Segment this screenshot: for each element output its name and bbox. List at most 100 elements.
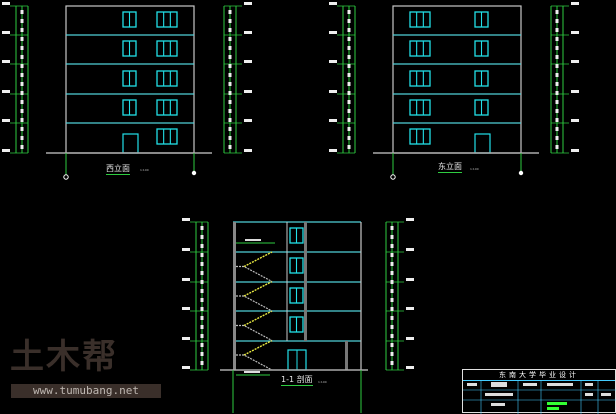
dimension-text [20,118,24,122]
dimension-text [555,136,559,140]
dimension-text [347,73,351,77]
dimension-text [390,262,394,266]
dimension-text [228,109,232,113]
dimension-text [347,28,351,32]
east-elevation-window-large [409,70,431,87]
elevation-mark [406,248,414,251]
west-elevation-window-large [156,11,178,28]
east-elevation-title: 东立面 [438,162,462,173]
elevation-mark [329,31,337,34]
axis-bubble [518,170,524,176]
dimension-text [390,316,394,320]
elevation-mark [571,149,579,152]
section-title: 1-1 剖面 [281,375,313,386]
dimension-text [390,343,394,347]
dimension-text [347,127,351,131]
watermark-logo: 土木帮 [10,337,118,377]
west-elevation-window-large [156,128,178,145]
east-elevation-outline [392,5,522,154]
dimension-text [347,82,351,86]
elevation-mark [406,218,414,221]
dimension-text [390,289,394,293]
dimension-text [228,55,232,59]
east-elevation-window-large [409,99,431,116]
dimension-text [347,118,351,122]
dimension-text [20,136,24,140]
dimension-text [200,235,204,239]
east-elevation-window-large [409,11,431,28]
dimension-text [347,91,351,95]
west-elevation-door [122,133,139,154]
elevation-mark [406,278,414,281]
dimension-text [200,298,204,302]
elevation-mark [182,218,190,221]
dimension-text [390,235,394,239]
dimension-text [20,91,24,95]
stair-flight-lower [236,324,273,342]
elevation-mark [406,366,414,369]
dimension-text [390,226,394,230]
elevation-mark [244,31,252,34]
elevation-mark [571,2,579,5]
dimension-text [555,55,559,59]
axis-bubble [63,174,69,180]
elevation-mark [329,149,337,152]
stair-flight-upper [243,251,273,268]
dimension-text [555,19,559,23]
dimension-text [228,19,232,23]
section-wall [304,222,307,341]
dimension-text [555,37,559,41]
dimension-text [555,10,559,14]
west-elevation-window-large [156,99,178,116]
elevation-mark [329,90,337,93]
stair-flight-lower [236,354,273,371]
dimension-text [228,82,232,86]
stair-flight-upper [243,280,273,297]
east-elevation-window-large [409,128,431,145]
elevation-mark [2,60,10,63]
title-block-grid [463,380,616,414]
dimension-text [228,28,232,32]
dimension-text [555,73,559,77]
watermark-url: www.tumubang.net [11,384,161,398]
elevation-mark [571,90,579,93]
stair-flight-lower [236,265,273,283]
elevation-mark [182,248,190,251]
elevation-mark [329,60,337,63]
dimension-text [390,244,394,248]
dimension-text [20,109,24,113]
elevation-mark [329,119,337,122]
dimension-text [390,307,394,311]
dimension-text [20,19,24,23]
elevation-mark [2,149,10,152]
dimension-text [200,325,204,329]
dimension-text [555,91,559,95]
dimension-text [347,109,351,113]
elevation-mark [571,60,579,63]
elevation-mark [182,278,190,281]
east-elevation-window-large [409,40,431,57]
dimension-text [347,46,351,50]
dimension-text [555,64,559,68]
dimension-text [390,361,394,365]
elevation-mark [329,2,337,5]
dimension-text [200,361,204,365]
dimension-text [390,325,394,329]
section-scale: 1:100 [318,380,327,384]
elevation-mark [2,90,10,93]
elevation-mark [244,60,252,63]
dimension-text [20,28,24,32]
elevation-mark [2,2,10,5]
dimension-text [200,253,204,257]
axis-bubble [390,174,396,180]
dimension-text [555,82,559,86]
dimension-text [200,262,204,266]
stair-flight-upper [243,339,273,356]
dimension-text [228,10,232,14]
dimension-text [347,100,351,104]
dimension-text [555,109,559,113]
dimension-text [20,145,24,149]
dimension-text [555,100,559,104]
title-block: 东南大学毕业设计 [462,369,616,414]
